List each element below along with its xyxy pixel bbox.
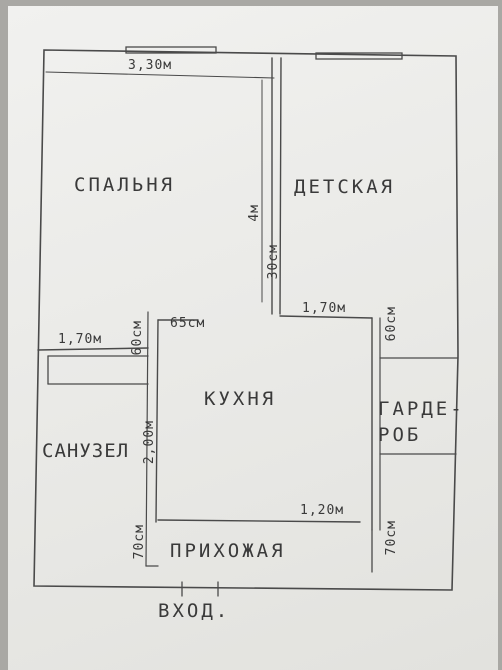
dim-bath-60: 60см <box>130 320 145 356</box>
room-label-wardrobe: ГАРДЕ- РОБ <box>378 396 465 448</box>
wall-kitchen-left-outer <box>145 311 149 567</box>
wall-bath-top <box>37 347 149 351</box>
dim-bath-width: 1,70м <box>58 332 103 347</box>
dim-partition-30: 30см <box>266 244 281 280</box>
dim-bedroom-width: 3,30м <box>128 58 173 73</box>
dim-kitchen-65: 65см <box>170 316 206 331</box>
room-label-bathroom: САНУЗЕЛ <box>42 440 130 462</box>
dim-kitchen-height: 2,00м <box>142 420 157 465</box>
wardrobe-line-2: РОБ <box>378 424 422 446</box>
entrance-label: ВХОД. <box>158 600 231 622</box>
wall-kitchen-left <box>155 319 159 523</box>
wall-kids-bottom <box>279 315 373 319</box>
dim-hall-left-70: 70см <box>132 524 147 560</box>
dim-line-bedroom-width <box>45 71 275 79</box>
window-left <box>125 46 217 54</box>
window-right <box>315 52 403 60</box>
room-label-kitchen: КУХНЯ <box>204 388 277 410</box>
wall-bedroom-kids-inner <box>279 57 282 315</box>
outer-wall <box>33 49 459 591</box>
dim-kitchen-bottom: 1,20м <box>300 503 345 518</box>
room-label-hallway: ПРИХОЖАЯ <box>170 540 286 562</box>
paper-sheet <box>8 6 498 670</box>
dim-hall-right-70: 70см <box>384 520 399 556</box>
dim-kids-bottom: 1,70м <box>302 301 347 316</box>
dim-wall-length: 4м <box>247 204 262 222</box>
wardrobe-line-1: ГАРДЕ- <box>378 398 465 420</box>
room-label-bedroom: СПАЛЬНЯ <box>74 174 176 196</box>
room-label-kids: ДЕТСКАЯ <box>294 176 396 198</box>
dim-wardrobe-60: 60см <box>384 306 399 342</box>
wall-kitchen-bottom <box>157 519 361 523</box>
